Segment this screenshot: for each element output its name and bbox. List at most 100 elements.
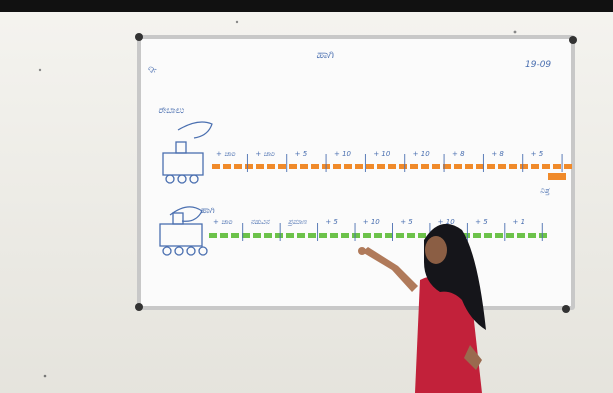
engine-drawing — [159, 212, 208, 256]
green-segment-labels: + ಚಾರಿ ನಡುವಿನ ಪ್ರಮಾಣ + 5 + 10 + 5 + 10 + 5 + 1 — [213, 218, 543, 241]
train-car-block — [377, 164, 385, 169]
orange-segment-label: + ಚಾರಿ — [216, 150, 235, 158]
orange-segment-labels: + ಚಾರಿ + ಚಾರಿ + 5 + 10 + 10 + 10 + 8 + 8 + 5 — [216, 150, 563, 172]
train-car-block — [495, 233, 503, 238]
train-car-block — [528, 233, 536, 238]
train-car-block — [256, 164, 264, 169]
train-car-block — [286, 233, 294, 238]
train-car-block — [264, 233, 272, 238]
train-car-block — [267, 164, 275, 169]
train-car-block — [407, 233, 415, 238]
train-car-block — [396, 233, 404, 238]
train-car-block — [487, 164, 495, 169]
green-segment-label: ನಡುವಿನ — [250, 218, 270, 226]
train-car-block — [531, 164, 539, 169]
train-car-block — [506, 233, 514, 238]
train-car-block — [308, 233, 316, 238]
face — [425, 236, 447, 264]
train-car-block — [509, 164, 517, 169]
engine-drawing — [162, 141, 204, 184]
orange-train: ರೇಬಾಲು + ಚಾರಿ + ಚಾರಿ + 5 + 10 + 10 + 10 + 8 + 8… — [158, 106, 572, 196]
train-car-block — [319, 233, 327, 238]
train-car-block — [388, 164, 396, 169]
train-car-block — [275, 233, 283, 238]
train-car-block — [330, 233, 338, 238]
train-car-block — [366, 164, 374, 169]
orange-end-note: ನಿತ್ತ — [540, 186, 550, 196]
train-car-block — [333, 164, 341, 169]
train-car-block — [355, 164, 363, 169]
orange-segment-label: + 5 — [295, 150, 308, 158]
train-car-block — [352, 233, 360, 238]
train-car-block — [245, 164, 253, 169]
train-car-block — [311, 164, 319, 169]
train-car-block — [220, 233, 228, 238]
train-car-block — [476, 164, 484, 169]
green-car-row — [209, 233, 547, 238]
orange-segment-label: + 10 — [413, 150, 431, 158]
board-title: ಹಾಗಿ — [316, 48, 334, 61]
green-segment-label: ಪ್ರಮಾಣ — [287, 218, 307, 226]
orange-segment-label: + 10 — [373, 150, 391, 158]
orange-segment-label: + ಚಾರಿ — [255, 150, 274, 158]
train-car-block — [289, 164, 297, 169]
train-car-block — [223, 164, 231, 169]
train-car-block — [253, 233, 261, 238]
train-car-block — [300, 164, 308, 169]
green-segment-label: + 5 — [325, 218, 338, 226]
train-car-block — [385, 233, 393, 238]
train-car-block — [484, 233, 492, 238]
train-car-block — [418, 233, 426, 238]
train-car-block — [399, 164, 407, 169]
orange-train-label: ರೇಬಾಲು — [158, 106, 185, 116]
train-car-block — [209, 233, 217, 238]
green-segment-label: + 1 — [513, 218, 526, 226]
orange-segment-label: + 10 — [334, 150, 352, 158]
train-car-block — [542, 164, 550, 169]
orange-segment-label: + 8 — [491, 150, 504, 158]
train-car-block — [454, 164, 462, 169]
train-car-block — [278, 164, 286, 169]
train-car-block — [432, 164, 440, 169]
train-car-block — [520, 164, 528, 169]
train-car-block — [462, 233, 470, 238]
train-car-block — [344, 164, 352, 169]
board-left-note: ದ್ಗಿ — [145, 64, 157, 75]
train-car-block — [421, 164, 429, 169]
train-car-block — [410, 164, 418, 169]
green-segment-label: + 10 — [363, 218, 381, 226]
green-segment-label: + ಚಾರಿ — [213, 218, 232, 226]
green-segment-label: + 10 — [438, 218, 456, 226]
wall-speck — [513, 30, 517, 34]
wall-speck — [38, 68, 42, 72]
train-car-block — [465, 164, 473, 169]
train-car-block — [374, 233, 382, 238]
hand — [464, 345, 482, 370]
train-car-block — [473, 233, 481, 238]
train-car-block — [564, 164, 572, 169]
train-car-block — [234, 164, 242, 169]
train-car-block — [341, 233, 349, 238]
smoke-scribble — [177, 121, 213, 139]
wall-speck — [235, 20, 239, 24]
orange-segment-label: + 5 — [531, 150, 544, 158]
pointing-arm — [362, 247, 418, 292]
train-car-block — [443, 164, 451, 169]
top-dark-band — [0, 0, 613, 12]
wall-speck — [43, 374, 47, 378]
train-car-block — [242, 233, 250, 238]
orange-car-row — [212, 164, 572, 169]
orange-segment-label: + 8 — [452, 150, 465, 158]
whiteboard — [135, 33, 577, 313]
train-car-block — [297, 233, 305, 238]
smoke-scribble — [169, 206, 203, 222]
train-car-block — [553, 164, 561, 169]
green-segment-label: + 5 — [400, 218, 413, 226]
green-segment-label: + 5 — [475, 218, 488, 226]
train-car-block — [363, 233, 371, 238]
train-car-block — [539, 233, 547, 238]
train-car-block — [212, 164, 220, 169]
green-train-label: ಹಾಗಿ — [200, 206, 214, 216]
student-figure — [358, 223, 486, 393]
